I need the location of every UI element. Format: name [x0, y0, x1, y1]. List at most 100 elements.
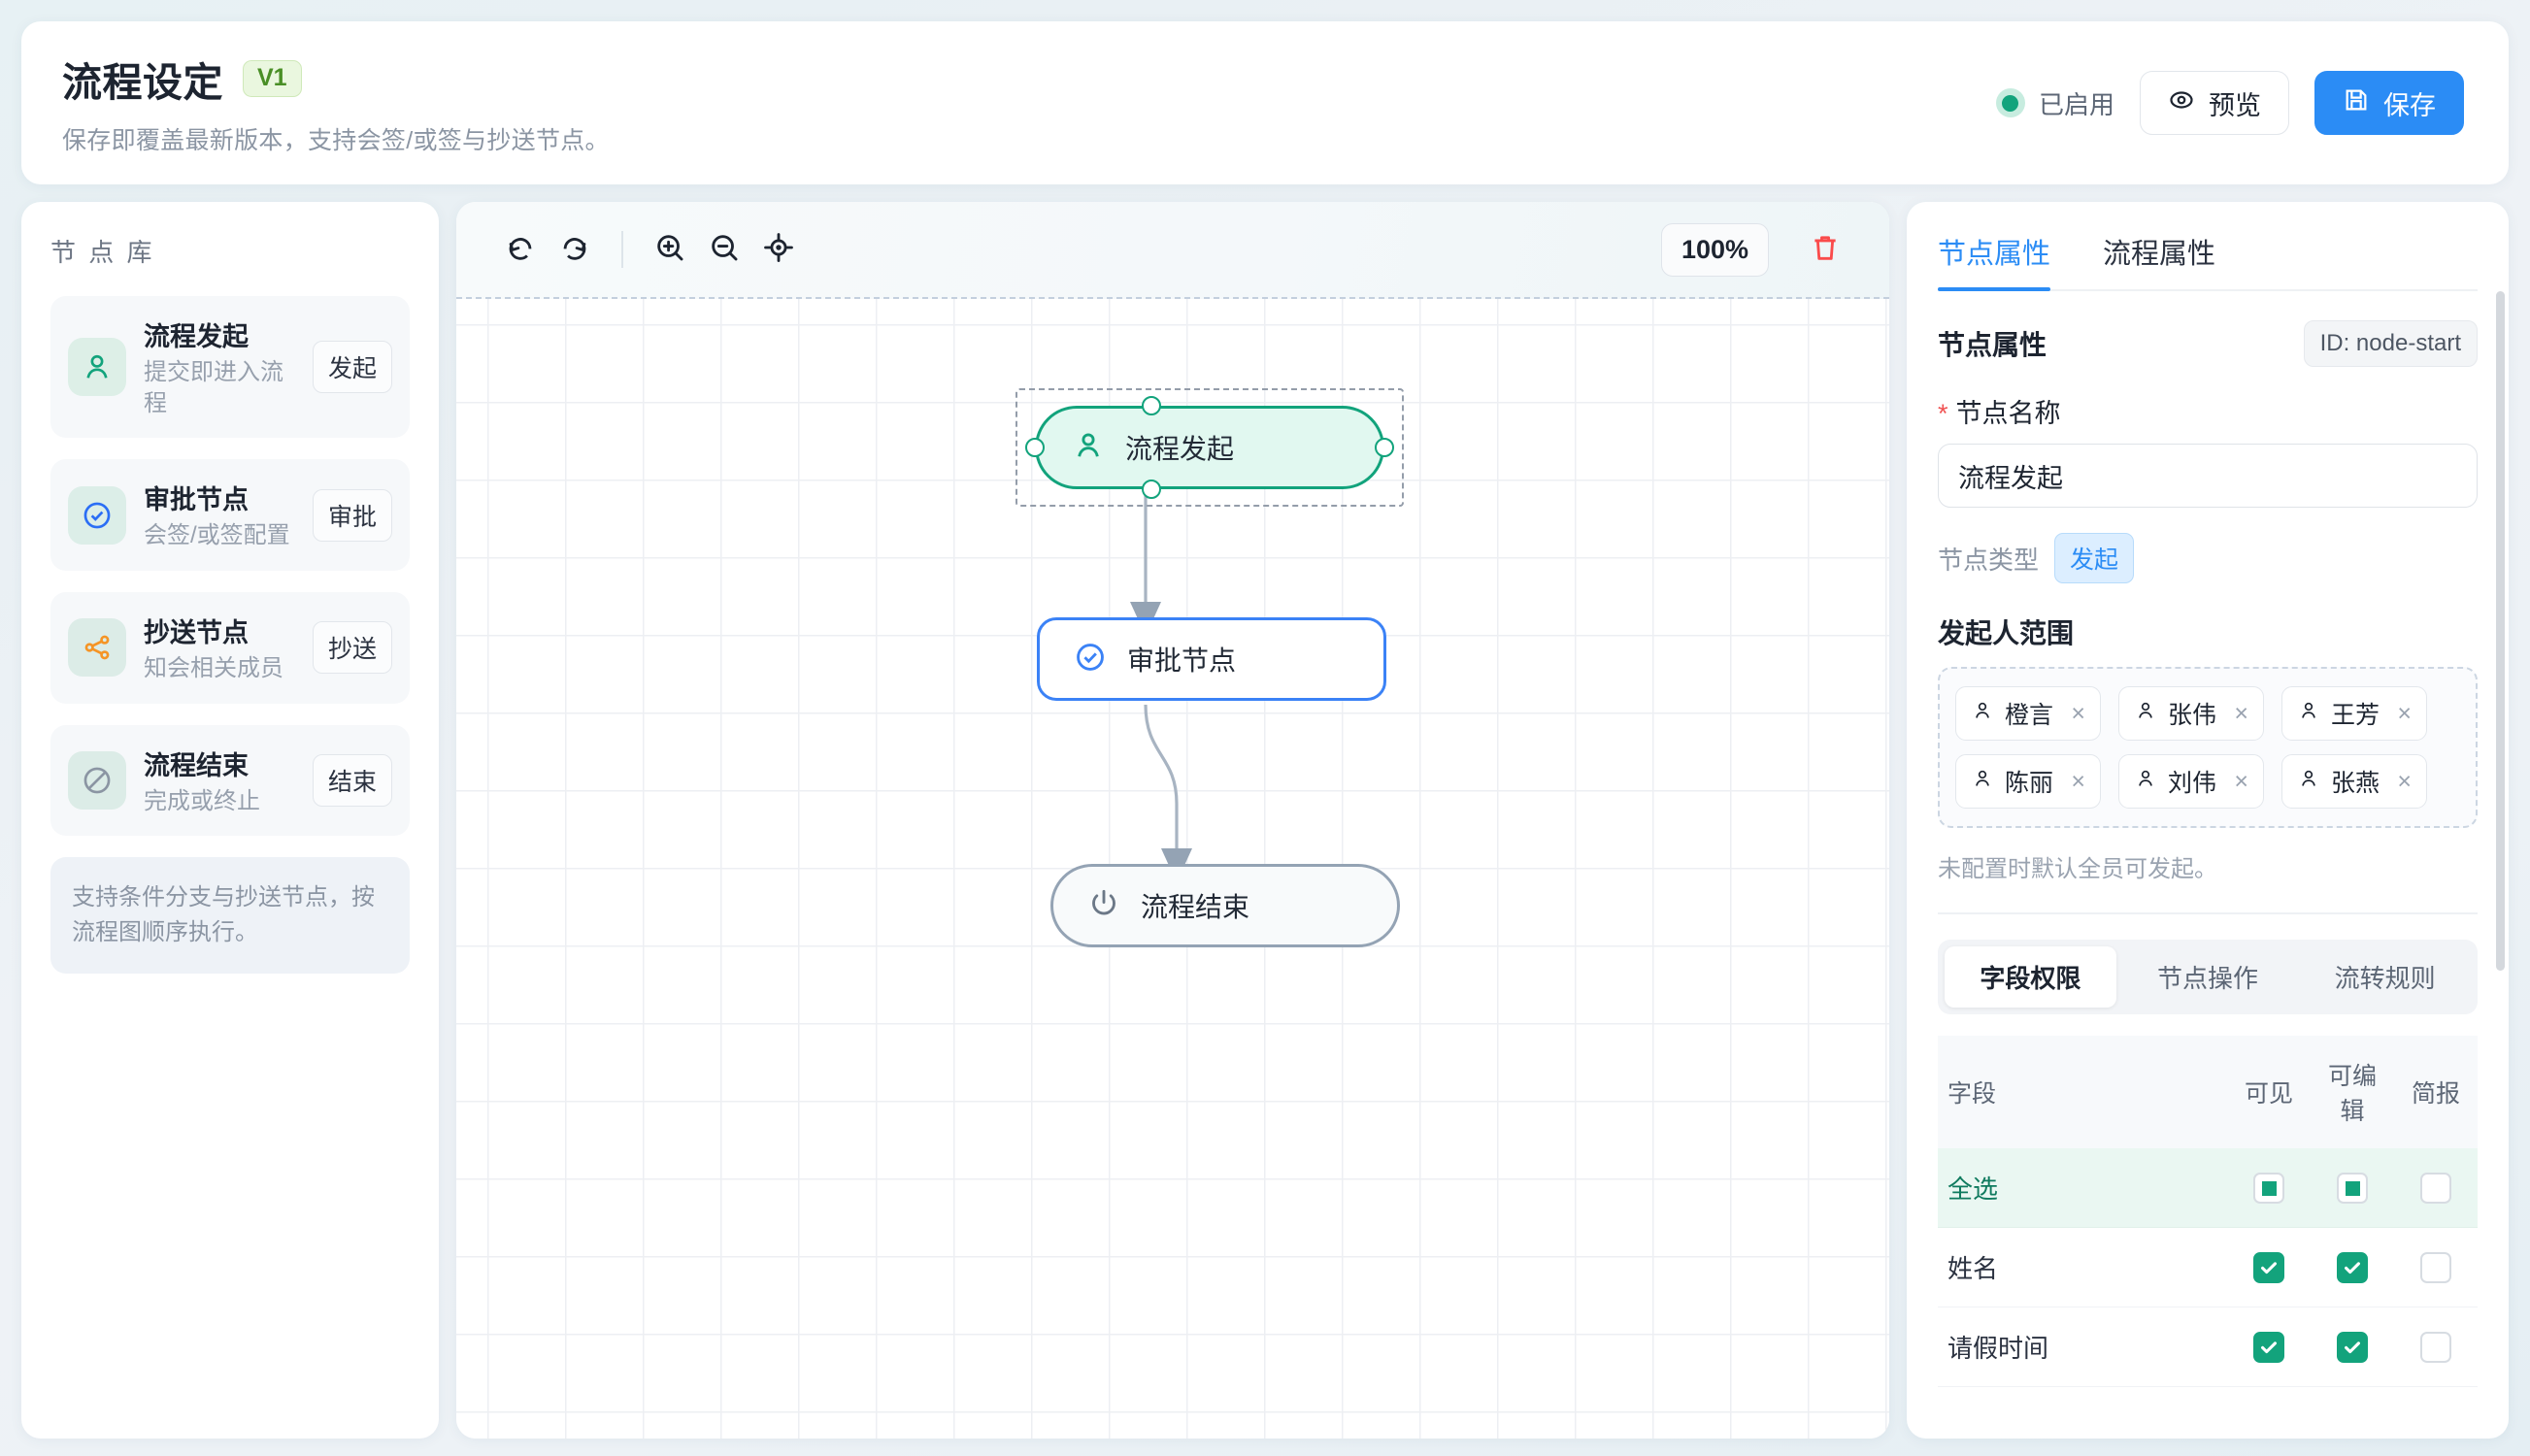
- initiator-scope-tagbox[interactable]: 橙言 × 张伟 × 王芳 × 陈丽 ×: [1938, 667, 2478, 828]
- checkbox-visible[interactable]: [2253, 1252, 2284, 1284]
- canvas-node-start[interactable]: 流程发起: [1015, 388, 1404, 507]
- library-node-cc[interactable]: 抄送节点 知会相关成员 抄送: [50, 592, 410, 704]
- checkbox-brief-all[interactable]: [2420, 1173, 2451, 1205]
- page-body: 节 点 库 流程发起 提交即进入流程 发起 审批节点 会签/或签配置: [21, 202, 2509, 1439]
- table-header-row: 字段 可见 可编辑 简报: [1938, 1036, 2478, 1148]
- library-node-desc: 完成或终止: [144, 787, 260, 814]
- node-type-label: 节点类型: [1938, 545, 2040, 575]
- version-badge: V1: [243, 59, 302, 98]
- node-id-chip: ID: node-start: [2303, 320, 2478, 367]
- delete-node-button[interactable]: [1798, 222, 1852, 277]
- segment-field-permission[interactable]: 字段权限: [1945, 946, 2116, 1008]
- segment-flow-rules[interactable]: 流转规则: [2334, 964, 2436, 993]
- person-tag-label: 张燕: [2331, 770, 2380, 797]
- trash-icon: [1809, 231, 1842, 269]
- checkbox-editable-all[interactable]: [2337, 1173, 2368, 1205]
- status-dot-icon: [1995, 88, 2025, 117]
- canvas-toolbar: 100%: [456, 202, 1889, 299]
- preview-button[interactable]: 预览: [2140, 71, 2289, 135]
- checkbox-editable[interactable]: [2337, 1332, 2368, 1364]
- header-left: 流程设定 V1 保存即覆盖最新版本，支持会签/或签与抄送节点。: [62, 50, 610, 156]
- col-brief: 简报: [2394, 1036, 2478, 1148]
- person-tag[interactable]: 张燕 ×: [2281, 754, 2427, 809]
- check-circle-icon: [1073, 640, 1108, 679]
- check-circle-icon: [68, 485, 126, 545]
- handle-left[interactable]: [1025, 438, 1045, 457]
- table-row: 请假时间: [1938, 1307, 2478, 1387]
- checkbox-brief[interactable]: [2420, 1332, 2451, 1364]
- remove-tag-icon[interactable]: ×: [2234, 699, 2248, 727]
- panel-scrollbar[interactable]: [2496, 291, 2505, 971]
- remove-tag-icon[interactable]: ×: [2397, 699, 2412, 727]
- redo-button[interactable]: [548, 222, 602, 277]
- header-actions: 已启用 预览 保存: [1995, 71, 2464, 135]
- checkbox-visible-all[interactable]: [2253, 1173, 2284, 1205]
- undo-button[interactable]: [493, 222, 548, 277]
- checkbox-editable[interactable]: [2337, 1252, 2368, 1284]
- person-tag[interactable]: 陈丽 ×: [1955, 754, 2101, 809]
- canvas-node-label: 审批节点: [1127, 645, 1237, 676]
- user-icon: [2134, 767, 2157, 797]
- checkbox-brief[interactable]: [2420, 1252, 2451, 1284]
- save-button[interactable]: 保存: [2314, 71, 2464, 135]
- handle-bottom[interactable]: [1142, 480, 1161, 499]
- status-label: 已启用: [2038, 89, 2114, 119]
- person-tag[interactable]: 橙言 ×: [1955, 686, 2101, 741]
- power-icon: [1086, 886, 1121, 926]
- segment-node-actions[interactable]: 节点操作: [2157, 964, 2259, 993]
- canvas-node-end[interactable]: 流程结束: [1050, 864, 1400, 947]
- library-node-name: 审批节点: [144, 485, 249, 515]
- redo-icon: [558, 231, 591, 269]
- save-label: 保存: [2383, 90, 2436, 120]
- person-tag[interactable]: 王芳 ×: [2281, 686, 2427, 741]
- library-node-approval[interactable]: 审批节点 会签/或签配置 审批: [50, 459, 410, 572]
- share-icon: [68, 618, 126, 678]
- field-permission-table: 字段 可见 可编辑 简报 全选 姓名: [1938, 1036, 2478, 1387]
- edge-approval-end: [1144, 704, 1192, 883]
- library-node-tag: 发起: [312, 341, 392, 394]
- library-node-tag: 抄送: [312, 621, 392, 675]
- tab-flow-properties[interactable]: 流程属性: [2103, 239, 2216, 270]
- node-type-chip: 发起: [2054, 533, 2135, 583]
- remove-tag-icon[interactable]: ×: [2397, 767, 2412, 795]
- person-tag[interactable]: 张伟 ×: [2118, 686, 2264, 741]
- library-node-name: 抄送节点: [144, 618, 249, 648]
- eye-icon: [2168, 86, 2195, 120]
- node-library-sidebar: 节 点 库 流程发起 提交即进入流程 发起 审批节点 会签/或签配置: [21, 202, 439, 1439]
- handle-top[interactable]: [1142, 396, 1161, 415]
- remove-tag-icon[interactable]: ×: [2234, 767, 2248, 795]
- library-node-name: 流程结束: [144, 750, 249, 780]
- sidebar-hint: 支持条件分支与抄送节点，按流程图顺序执行。: [50, 857, 410, 975]
- user-icon: [2297, 699, 2320, 729]
- user-icon: [68, 338, 126, 397]
- zoom-out-button[interactable]: [697, 222, 751, 277]
- col-visible: 可见: [2227, 1036, 2311, 1148]
- library-node-end[interactable]: 流程结束 完成或终止 结束: [50, 724, 410, 837]
- col-editable: 可编辑: [2311, 1036, 2394, 1148]
- scope-hint: 未配置时默认全员可发起。: [1938, 856, 2217, 882]
- flow-edges: [1130, 493, 1192, 883]
- tab-node-properties[interactable]: 节点属性: [1938, 231, 2051, 291]
- node-name-input[interactable]: [1938, 444, 2478, 508]
- remove-tag-icon[interactable]: ×: [2071, 767, 2085, 795]
- user-icon: [2134, 699, 2157, 729]
- person-tag[interactable]: 刘伟 ×: [2118, 754, 2264, 809]
- field-name: 全选: [1938, 1148, 2227, 1228]
- fit-view-button[interactable]: [751, 222, 806, 277]
- flow-canvas-panel: 100%: [456, 202, 1889, 1439]
- library-node-start[interactable]: 流程发起 提交即进入流程 发起: [50, 296, 410, 439]
- checkbox-visible[interactable]: [2253, 1332, 2284, 1364]
- undo-icon: [504, 231, 537, 269]
- save-disk-icon: [2343, 86, 2370, 120]
- zoom-level-indicator[interactable]: 100%: [1660, 222, 1769, 277]
- canvas-node-approval[interactable]: 审批节点: [1037, 617, 1386, 701]
- handle-right[interactable]: [1375, 438, 1394, 457]
- panel-divider: [1938, 912, 2478, 914]
- library-node-desc: 会签/或签配置: [144, 522, 290, 549]
- remove-tag-icon[interactable]: ×: [2071, 699, 2085, 727]
- user-icon: [1971, 767, 1994, 797]
- flow-canvas[interactable]: 流程发起 审批节点: [456, 299, 1889, 1439]
- zoom-in-button[interactable]: [643, 222, 697, 277]
- user-icon: [1971, 699, 1994, 729]
